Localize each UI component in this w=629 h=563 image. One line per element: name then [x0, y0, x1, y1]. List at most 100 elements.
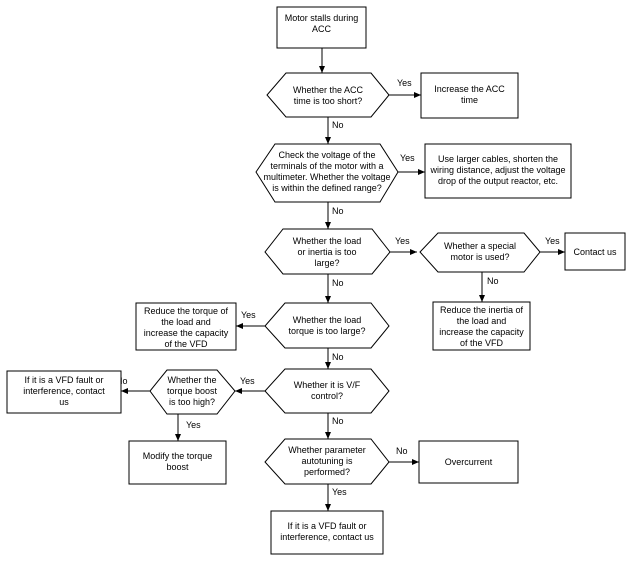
load-inertia-line-1: Whether the load [293, 236, 362, 246]
check-voltage-line-1: Check the voltage of the [278, 150, 375, 160]
vf-control-line-2: control? [311, 391, 343, 401]
check-voltage-line-4: is within the defined range? [272, 183, 382, 193]
svg-text:Contact us: Contact us [573, 247, 617, 257]
modify-boost-line-2: boost [166, 462, 189, 472]
vfd-fault-left-line-3: us [59, 397, 69, 407]
label-check-voltage-no: No [332, 206, 344, 216]
label-special-motor-no: No [487, 276, 499, 286]
increase-acc-line-2: time [461, 95, 478, 105]
label-load-torque-no: No [332, 352, 344, 362]
reduce-torque-line-4: of the VFD [164, 339, 208, 349]
vf-control-line-1: Whether it is V/F [294, 380, 361, 390]
increase-acc-line-1: Increase the ACC [434, 84, 505, 94]
label-torque-boost-yes: Yes [186, 420, 201, 430]
label-autotuning-no: No [396, 446, 408, 456]
modify-boost-line-1: Modify the torque [143, 451, 213, 461]
load-inertia-line-2: or inertia is too [297, 247, 356, 257]
acc-short-line-1: Whether the ACC [293, 85, 364, 95]
special-motor-line-1: Whether a special [444, 241, 516, 251]
reduce-inertia-line-2: the load and [457, 316, 507, 326]
autotuning-line-3: performed? [304, 467, 350, 477]
label-acc-short-no: No [332, 120, 344, 130]
autotuning-line-2: autotuning is [301, 456, 353, 466]
torque-boost-line-2: torque boost [167, 386, 218, 396]
overcurrent-line-1: Overcurrent [445, 457, 493, 467]
label-load-inertia-no: No [332, 278, 344, 288]
label-check-voltage-yes: Yes [400, 153, 415, 163]
edge-labels: Yes No Yes No Yes Yes No No Yes No Yes N… [116, 78, 560, 497]
motor-stalls-line-2: ACC [312, 24, 332, 34]
larger-cables-line-3: drop of the output reactor, etc. [438, 176, 558, 186]
reduce-inertia-line-4: of the VFD [460, 338, 504, 348]
special-motor-line-2: motor is used? [450, 252, 509, 262]
load-torque-line-1: Whether the load [293, 315, 362, 325]
larger-cables-line-2: wiring distance, adjust the voltage [429, 165, 565, 175]
motor-stalls-line-1: Motor stalls during [285, 13, 359, 23]
reduce-torque-line-2: the load and [161, 317, 211, 327]
autotuning-line-1: Whether parameter [288, 445, 366, 455]
load-inertia-line-3: large? [314, 258, 339, 268]
process-overcurrent: Overcurrent [418, 440, 519, 484]
label-vf-control-no: No [332, 416, 344, 426]
reduce-torque-line-3: increase the capacity [144, 328, 229, 338]
check-voltage-line-3: multimeter. Whether the voltage [263, 172, 390, 182]
process-contact-us: Contact us [564, 232, 626, 271]
vfd-fault-left-line-2: interference, contact [23, 386, 105, 396]
torque-boost-line-1: Whether the [167, 375, 216, 385]
reduce-inertia-line-3: increase the capacity [439, 327, 524, 337]
label-special-motor-yes: Yes [545, 236, 560, 246]
label-autotuning-yes: Yes [332, 487, 347, 497]
vfd-fault-left-line-1: If it is a VFD fault or [24, 375, 103, 385]
label-acc-short-yes: Yes [397, 78, 412, 88]
vfd-fault-bottom-line-1: If it is a VFD fault or [287, 521, 366, 531]
label-load-torque-yes: Yes [241, 310, 256, 320]
label-load-inertia-yes: Yes [395, 236, 410, 246]
vfd-fault-bottom-line-2: interference, contact us [280, 532, 374, 542]
acc-short-line-2: time is too short? [294, 96, 363, 106]
label-vf-control-yes: Yes [240, 376, 255, 386]
svg-text:Overcurrent: Overcurrent [445, 457, 493, 467]
larger-cables-line-1: Use larger cables, shorten the [438, 154, 558, 164]
torque-boost-line-3: is too high? [169, 397, 215, 407]
load-torque-line-2: torque is too large? [288, 326, 365, 336]
label-torque-boost-no: No [116, 376, 128, 386]
edges [121, 48, 565, 511]
contact-us-line-1: Contact us [573, 247, 617, 257]
check-voltage-line-2: terminals of the motor with a [270, 161, 383, 171]
reduce-torque-line-1: Reduce the torque of [144, 306, 229, 316]
reduce-inertia-line-1: Reduce the inertia of [440, 305, 524, 315]
